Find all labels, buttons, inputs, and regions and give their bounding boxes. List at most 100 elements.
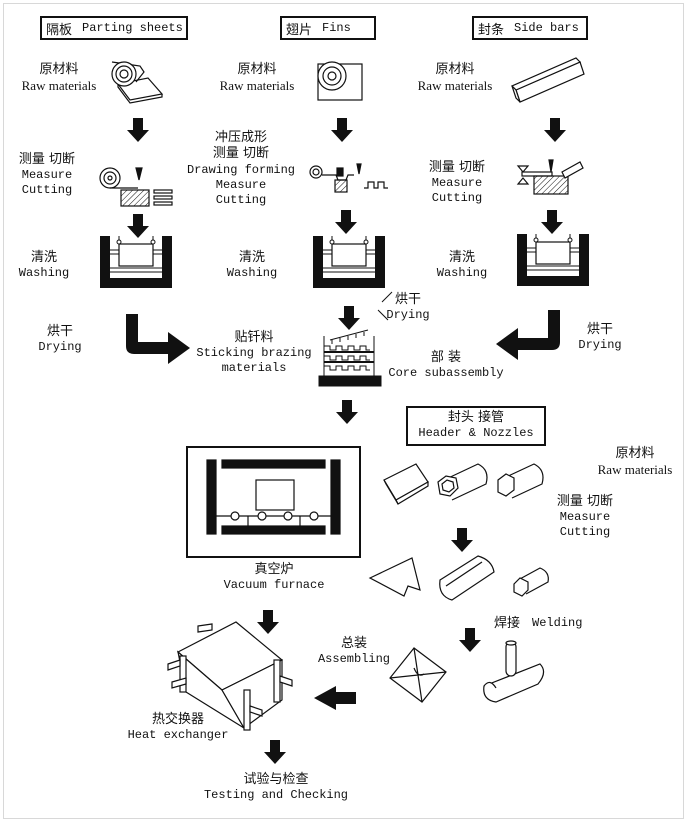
arrow-down-icon <box>338 306 360 330</box>
label-en: Cutting <box>215 192 267 207</box>
side-bar-cutting-icon <box>516 159 584 195</box>
header-cn: 封条 <box>478 22 505 38</box>
label-raw-materials-2: 原材料 Raw materials <box>212 62 302 95</box>
washing-tank-icon <box>312 235 386 289</box>
core-stack-icon <box>318 291 393 387</box>
label-washing-2: 清洗 Washing <box>222 250 282 281</box>
label-en: Measure <box>559 510 611 525</box>
label-drawing-forming: 冲压成形 测量 切断 Drawing forming Measure Cutti… <box>186 130 296 208</box>
label-raw-materials-1: 原材料 Raw materials <box>14 62 104 95</box>
label-heat-exchanger: 热交换器 Heat exchanger <box>118 712 238 743</box>
label-en: Testing and Checking <box>203 788 349 803</box>
header-en: Side bars <box>514 21 579 35</box>
label-cn: 烘干 <box>46 324 73 339</box>
label-drying-2: 烘干 Drying <box>380 292 436 323</box>
label-en: Welding <box>532 616 583 630</box>
label-washing-3: 清洗 Washing <box>432 250 492 281</box>
label-en: Drying <box>386 308 430 323</box>
label-en: Measure <box>431 176 483 191</box>
arrow-down-icon <box>451 528 473 552</box>
header-side-bars: 封条 Side bars <box>472 16 588 40</box>
label-measure-cutting-1: 测量 切断 Measure Cutting <box>12 152 82 198</box>
label-cn: 贴钎料 <box>234 330 274 345</box>
fin-forming-icon <box>309 163 388 193</box>
label-en: Raw materials <box>597 462 673 478</box>
label-en: materials <box>221 361 287 376</box>
header-parting-sheets: 隔板 Parting sheets <box>40 16 188 40</box>
label-en: Sticking brazing <box>196 346 312 361</box>
label-measure-cutting-3: 测量 切断 Measure Cutting <box>422 160 492 206</box>
arrow-down-icon <box>264 740 286 764</box>
header-en: Parting sheets <box>82 21 183 35</box>
header-cn: 翅片 <box>286 22 313 38</box>
label-cn: 原材料 <box>615 446 655 461</box>
label-en: Drying <box>38 340 82 355</box>
arrow-down-icon <box>127 214 149 238</box>
label-drying-3: 烘干 Drying <box>572 322 628 353</box>
fin-roll-icon <box>317 61 363 101</box>
parting-sheet-cutting-icon <box>99 167 173 207</box>
arrow-down-icon <box>335 210 357 234</box>
label-cn: 冲压成形 <box>214 130 267 145</box>
label-en: Washing <box>18 266 70 281</box>
label-cn: 部 装 <box>430 350 462 365</box>
label-cn: 原材料 <box>237 62 277 77</box>
side-bar-icon <box>510 57 585 103</box>
label-cn: 封头 接管 <box>447 410 505 425</box>
label-assembling: 总装 Assembling <box>314 636 394 667</box>
washing-tank-icon <box>99 235 173 289</box>
label-cn: 清洗 <box>448 250 475 265</box>
label-washing-1: 清洗 Washing <box>14 250 74 281</box>
parting-sheet-roll-icon <box>111 61 164 104</box>
label-cn: 试验与检查 <box>243 772 309 787</box>
label-en: Washing <box>436 266 488 281</box>
label-cn: 焊接 <box>494 616 521 631</box>
label-en: Vacuum furnace <box>223 578 325 593</box>
arrow-down-icon <box>257 610 279 634</box>
label-en: Raw materials <box>417 78 493 94</box>
arrow-down-icon <box>541 210 563 234</box>
label-en: Header & Nozzles <box>418 426 534 441</box>
header-fins: 翅片 Fins <box>280 16 376 40</box>
arrow-down-icon <box>459 628 481 652</box>
label-en: Measure <box>21 168 73 183</box>
label-en: Measure <box>215 177 267 192</box>
label-cn: 清洗 <box>30 250 57 265</box>
label-core-subassembly: 部 装 Core subassembly <box>388 350 504 381</box>
label-cn: 烘干 <box>586 322 613 337</box>
arrow-down-icon <box>336 400 358 424</box>
label-vacuum-furnace: 真空炉 Vacuum furnace <box>214 562 334 593</box>
arrow-down-icon <box>544 118 566 142</box>
label-measure-cutting-4: 测量 切断 Measure Cutting <box>548 494 622 540</box>
label-en: Cutting <box>559 525 611 540</box>
label-en: Drying <box>578 338 622 353</box>
header-cn: 隔板 <box>46 22 73 38</box>
label-cn: 清洗 <box>238 250 265 265</box>
label-en: Assembling <box>317 652 390 667</box>
diagram-frame <box>3 3 684 819</box>
label-cn: 测量 切断 <box>212 146 270 162</box>
label-en: Core subassembly <box>388 366 504 381</box>
label-cn: 原材料 <box>435 62 475 77</box>
label-en: Cutting <box>21 183 73 198</box>
label-cn: 测量 切断 <box>556 494 614 509</box>
assembled-header-icon <box>389 647 447 703</box>
vacuum-furnace-icon <box>186 446 361 558</box>
label-drying-1: 烘干 Drying <box>32 324 88 355</box>
label-en: Cutting <box>431 191 483 206</box>
label-en: Washing <box>226 266 278 281</box>
label-cn: 原材料 <box>39 62 79 77</box>
arrow-down-icon <box>127 118 149 142</box>
label-en: Raw materials <box>21 78 97 94</box>
header-cut-shapes-icon <box>368 555 549 601</box>
arrow-down-icon <box>331 118 353 142</box>
label-cn: 测量 切断 <box>18 152 76 167</box>
label-cn: 烘干 <box>394 292 421 307</box>
label-en: Raw materials <box>219 78 295 94</box>
label-sticking-brazing: 贴钎料 Sticking brazing materials <box>192 330 316 376</box>
arrow-left-icon <box>314 686 356 710</box>
label-cn: 测量 切断 <box>428 160 486 175</box>
label-en: Drawing forming <box>186 162 296 177</box>
arrow-left-bend-icon <box>496 310 560 360</box>
